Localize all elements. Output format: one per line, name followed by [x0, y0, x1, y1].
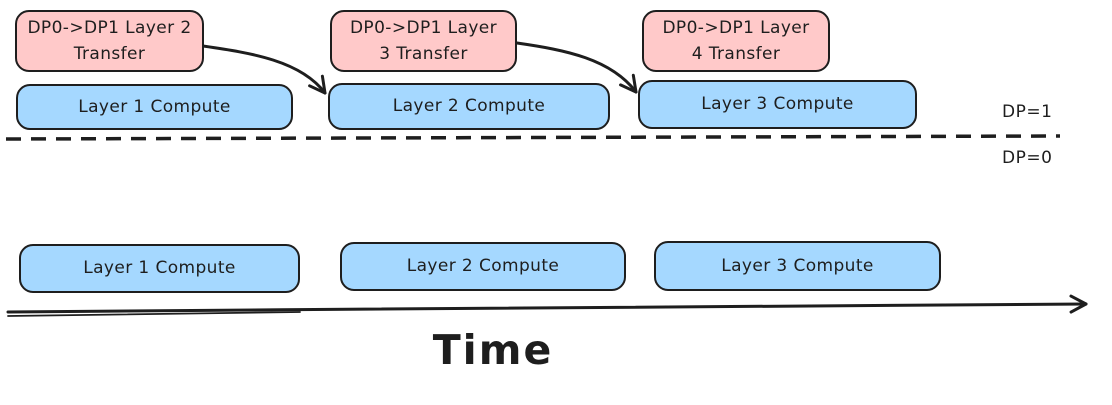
- dp0-compute-box-layer2: Layer 2 Compute: [340, 242, 626, 291]
- dp1-compute-box-layer1: Layer 1 Compute: [16, 84, 293, 130]
- transfer-box-layer2: DP0->DP1 Layer 2 Transfer: [15, 10, 204, 72]
- time-axis-arrow: [6, 294, 1088, 314]
- time-axis-overdraw-stroke: [7, 311, 301, 317]
- dp0-lane-label: DP=0: [1002, 148, 1053, 168]
- time-axis-label: Time: [432, 326, 554, 374]
- dp0-compute-box-layer1: Layer 1 Compute: [19, 244, 300, 293]
- dp1-lane-label: DP=1: [1002, 102, 1053, 122]
- dp-separator-dashed-line: [5, 134, 1061, 141]
- transfer-box-layer3: DP0->DP1 Layer 3 Transfer: [330, 10, 517, 72]
- dp1-compute-box-layer3: Layer 3 Compute: [638, 80, 917, 129]
- dp1-compute-box-layer2: Layer 2 Compute: [328, 83, 610, 130]
- transfer-box-layer4: DP0->DP1 Layer 4 Transfer: [642, 10, 830, 72]
- dp0-compute-box-layer3: Layer 3 Compute: [654, 241, 941, 291]
